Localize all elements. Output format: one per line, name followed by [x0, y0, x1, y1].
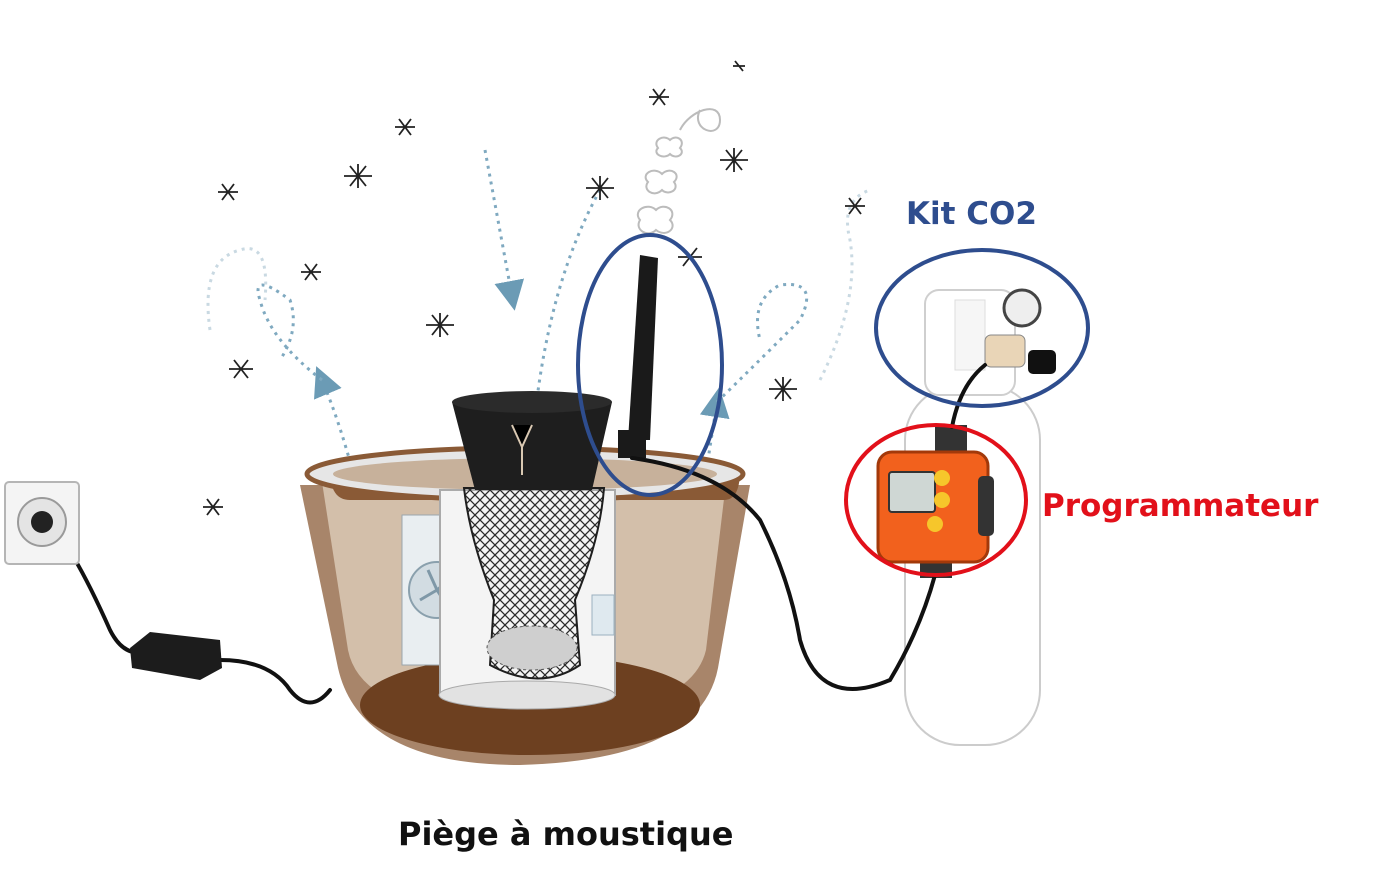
programmer-highlight	[844, 423, 1028, 577]
co2-nozzle	[618, 255, 658, 458]
co2-smoke	[637, 108, 722, 235]
nozzle-highlight	[576, 233, 724, 497]
trap-label: Piège à moustique	[398, 815, 734, 853]
adapter-icon	[130, 632, 222, 680]
mosquitoes	[203, 60, 865, 516]
timer-icon	[876, 425, 994, 578]
funnel	[452, 391, 612, 490]
programmer-label: Programmateur	[1042, 488, 1319, 524]
co2-kit-highlight	[874, 248, 1090, 408]
co2-kit-label: Kit CO2	[906, 196, 1037, 232]
power-socket-icon	[4, 481, 80, 565]
net-bag	[462, 487, 606, 680]
